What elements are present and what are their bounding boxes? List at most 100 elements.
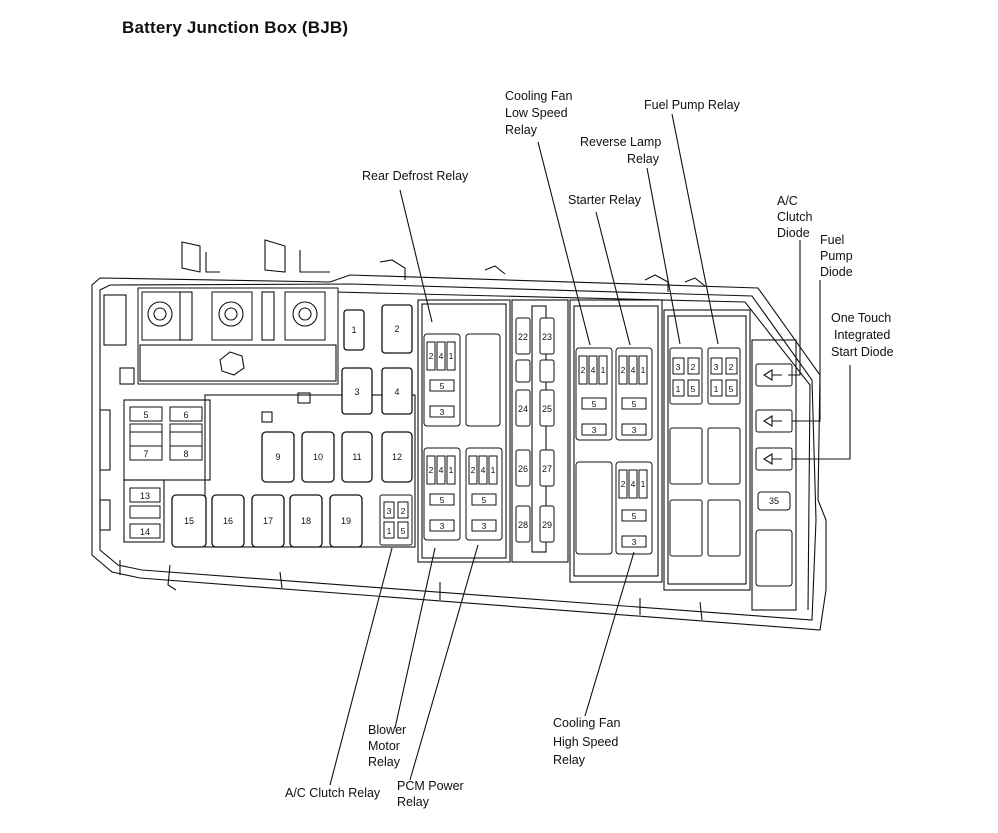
fuse-25: [539, 389, 555, 427]
fuse-14-label: 14: [140, 527, 150, 537]
fuse-1-label: 1: [351, 325, 356, 335]
relay-column-3: 3 2 1 5 3 2 1 5: [663, 309, 751, 591]
fuse-23-label: 23: [542, 332, 552, 342]
one-touch-label-3: Start Diode: [831, 345, 894, 359]
reverse-lamp-label-2: Relay: [627, 152, 660, 166]
fuse-8-label: 8: [183, 449, 188, 459]
relay-column-1: 2 4 1 5 3 2 4 1 5 3 2 4 1 5 3: [417, 299, 511, 563]
one-touch-label-1: One Touch: [831, 311, 891, 325]
fuse-25-label: 25: [542, 404, 552, 414]
fuse-29: [539, 505, 555, 543]
cooling-fan-low-label-3: Relay: [505, 123, 538, 137]
fuse-4-label: 4: [394, 387, 399, 397]
pin-label: 4: [591, 365, 596, 375]
pin-label: 4: [439, 465, 444, 475]
pin-label: 2: [429, 465, 434, 475]
pin-label: 2: [581, 365, 586, 375]
pin-label: 3: [592, 425, 597, 435]
fuse-12: [381, 431, 413, 483]
ac-clutch-diode-label-1: A/C: [777, 194, 798, 208]
blower-motor-label-1: Blower: [368, 723, 406, 737]
fuse-5-label: 5: [143, 410, 148, 420]
pin-label: 1: [714, 384, 719, 394]
pin-label: 2: [401, 506, 406, 516]
fuse-16: [211, 494, 245, 548]
fuse-column-22-29: 22 23 24 25 26 27 28 29: [511, 299, 569, 563]
pin-label: 3: [440, 521, 445, 531]
fuse-11: [341, 431, 373, 483]
fuse-22-label: 22: [518, 332, 528, 342]
pin-label: 3: [440, 407, 445, 417]
relay-column-2: 2 4 1 5 3 2 4 1 5 3 2 4 1 5 3: [569, 299, 663, 583]
pin-label: 5: [482, 495, 487, 505]
pin-label: 2: [429, 351, 434, 361]
pin-label: 5: [729, 384, 734, 394]
fuse-35-label: 35: [769, 496, 779, 506]
pin-label: 3: [632, 425, 637, 435]
cooling-fan-high-label-3: Relay: [553, 753, 586, 767]
pin-label: 4: [439, 351, 444, 361]
fuse-17-label: 17: [263, 516, 273, 526]
fuse-6: [169, 406, 203, 422]
fuse-26: [515, 449, 531, 487]
fuel-pump-diode-label-2: Pump: [820, 249, 853, 263]
fuse-24: [515, 389, 531, 427]
diode-column: 35: [751, 339, 797, 611]
pin-label: 2: [621, 365, 626, 375]
pin-label: 5: [592, 399, 597, 409]
pin-label: 5: [440, 495, 445, 505]
pin-label: 4: [631, 365, 636, 375]
blower-motor-label-2: Motor: [368, 739, 400, 753]
one-touch-label-2: Integrated: [834, 328, 890, 342]
mini-fuse-panel: 5 6 7 8 13 14 1 2 3 4 9 10: [123, 304, 416, 548]
fuse-19: [329, 494, 363, 548]
fuse-24-label: 24: [518, 404, 528, 414]
fuse-7: [129, 445, 163, 461]
pin-label: 3: [714, 362, 719, 372]
fuse-28: [515, 505, 531, 543]
fuse-15: [171, 494, 207, 548]
fuse-18: [289, 494, 323, 548]
fuse-27: [539, 449, 555, 487]
fuse-9-label: 9: [275, 452, 280, 462]
pin-label: 2: [729, 362, 734, 372]
fuse-6-label: 6: [183, 410, 188, 420]
fuse-27-label: 27: [542, 464, 552, 474]
fuse-2-label: 2: [394, 324, 399, 334]
pin-label: 5: [401, 526, 406, 536]
fuse-28-label: 28: [518, 520, 528, 530]
fuse-19-label: 19: [341, 516, 351, 526]
fuse-9: [261, 431, 295, 483]
ac-clutch-diode-label-2: Clutch: [777, 210, 812, 224]
fuse-7-label: 7: [143, 449, 148, 459]
terminal-block: [99, 287, 339, 531]
fuse-4: [381, 367, 413, 415]
fuse-17: [251, 494, 285, 548]
cooling-fan-high-label-1: Cooling Fan: [553, 716, 620, 730]
pin-label: 5: [691, 384, 696, 394]
fuse-15-label: 15: [184, 516, 194, 526]
reverse-lamp-label-1: Reverse Lamp: [580, 135, 661, 149]
fuel-pump-diode-label-3: Diode: [820, 265, 853, 279]
pin-label: 1: [491, 465, 496, 475]
blower-motor-label-3: Relay: [368, 755, 401, 769]
pin-label: 2: [691, 362, 696, 372]
pcm-power-label-1: PCM Power: [397, 779, 464, 793]
fuse-1: [343, 309, 365, 351]
pin-label: 3: [482, 521, 487, 531]
fuse-35: [757, 491, 791, 511]
pin-label: 1: [641, 479, 646, 489]
fuse-18-label: 18: [301, 516, 311, 526]
fuse-22: [515, 317, 531, 355]
fuse-8: [169, 445, 203, 461]
fuse-10-label: 10: [313, 452, 323, 462]
fuse-10: [301, 431, 335, 483]
ac-clutch-diode-label-3: Diode: [777, 226, 810, 240]
cooling-fan-low-label-2: Low Speed: [505, 106, 568, 120]
ac-clutch-relay-label: A/C Clutch Relay: [285, 786, 381, 800]
pin-label: 1: [387, 526, 392, 536]
starter-relay-label: Starter Relay: [568, 193, 642, 207]
pin-label: 3: [387, 506, 392, 516]
callout-labels: Rear Defrost Relay Cooling Fan Low Speed…: [285, 89, 894, 809]
